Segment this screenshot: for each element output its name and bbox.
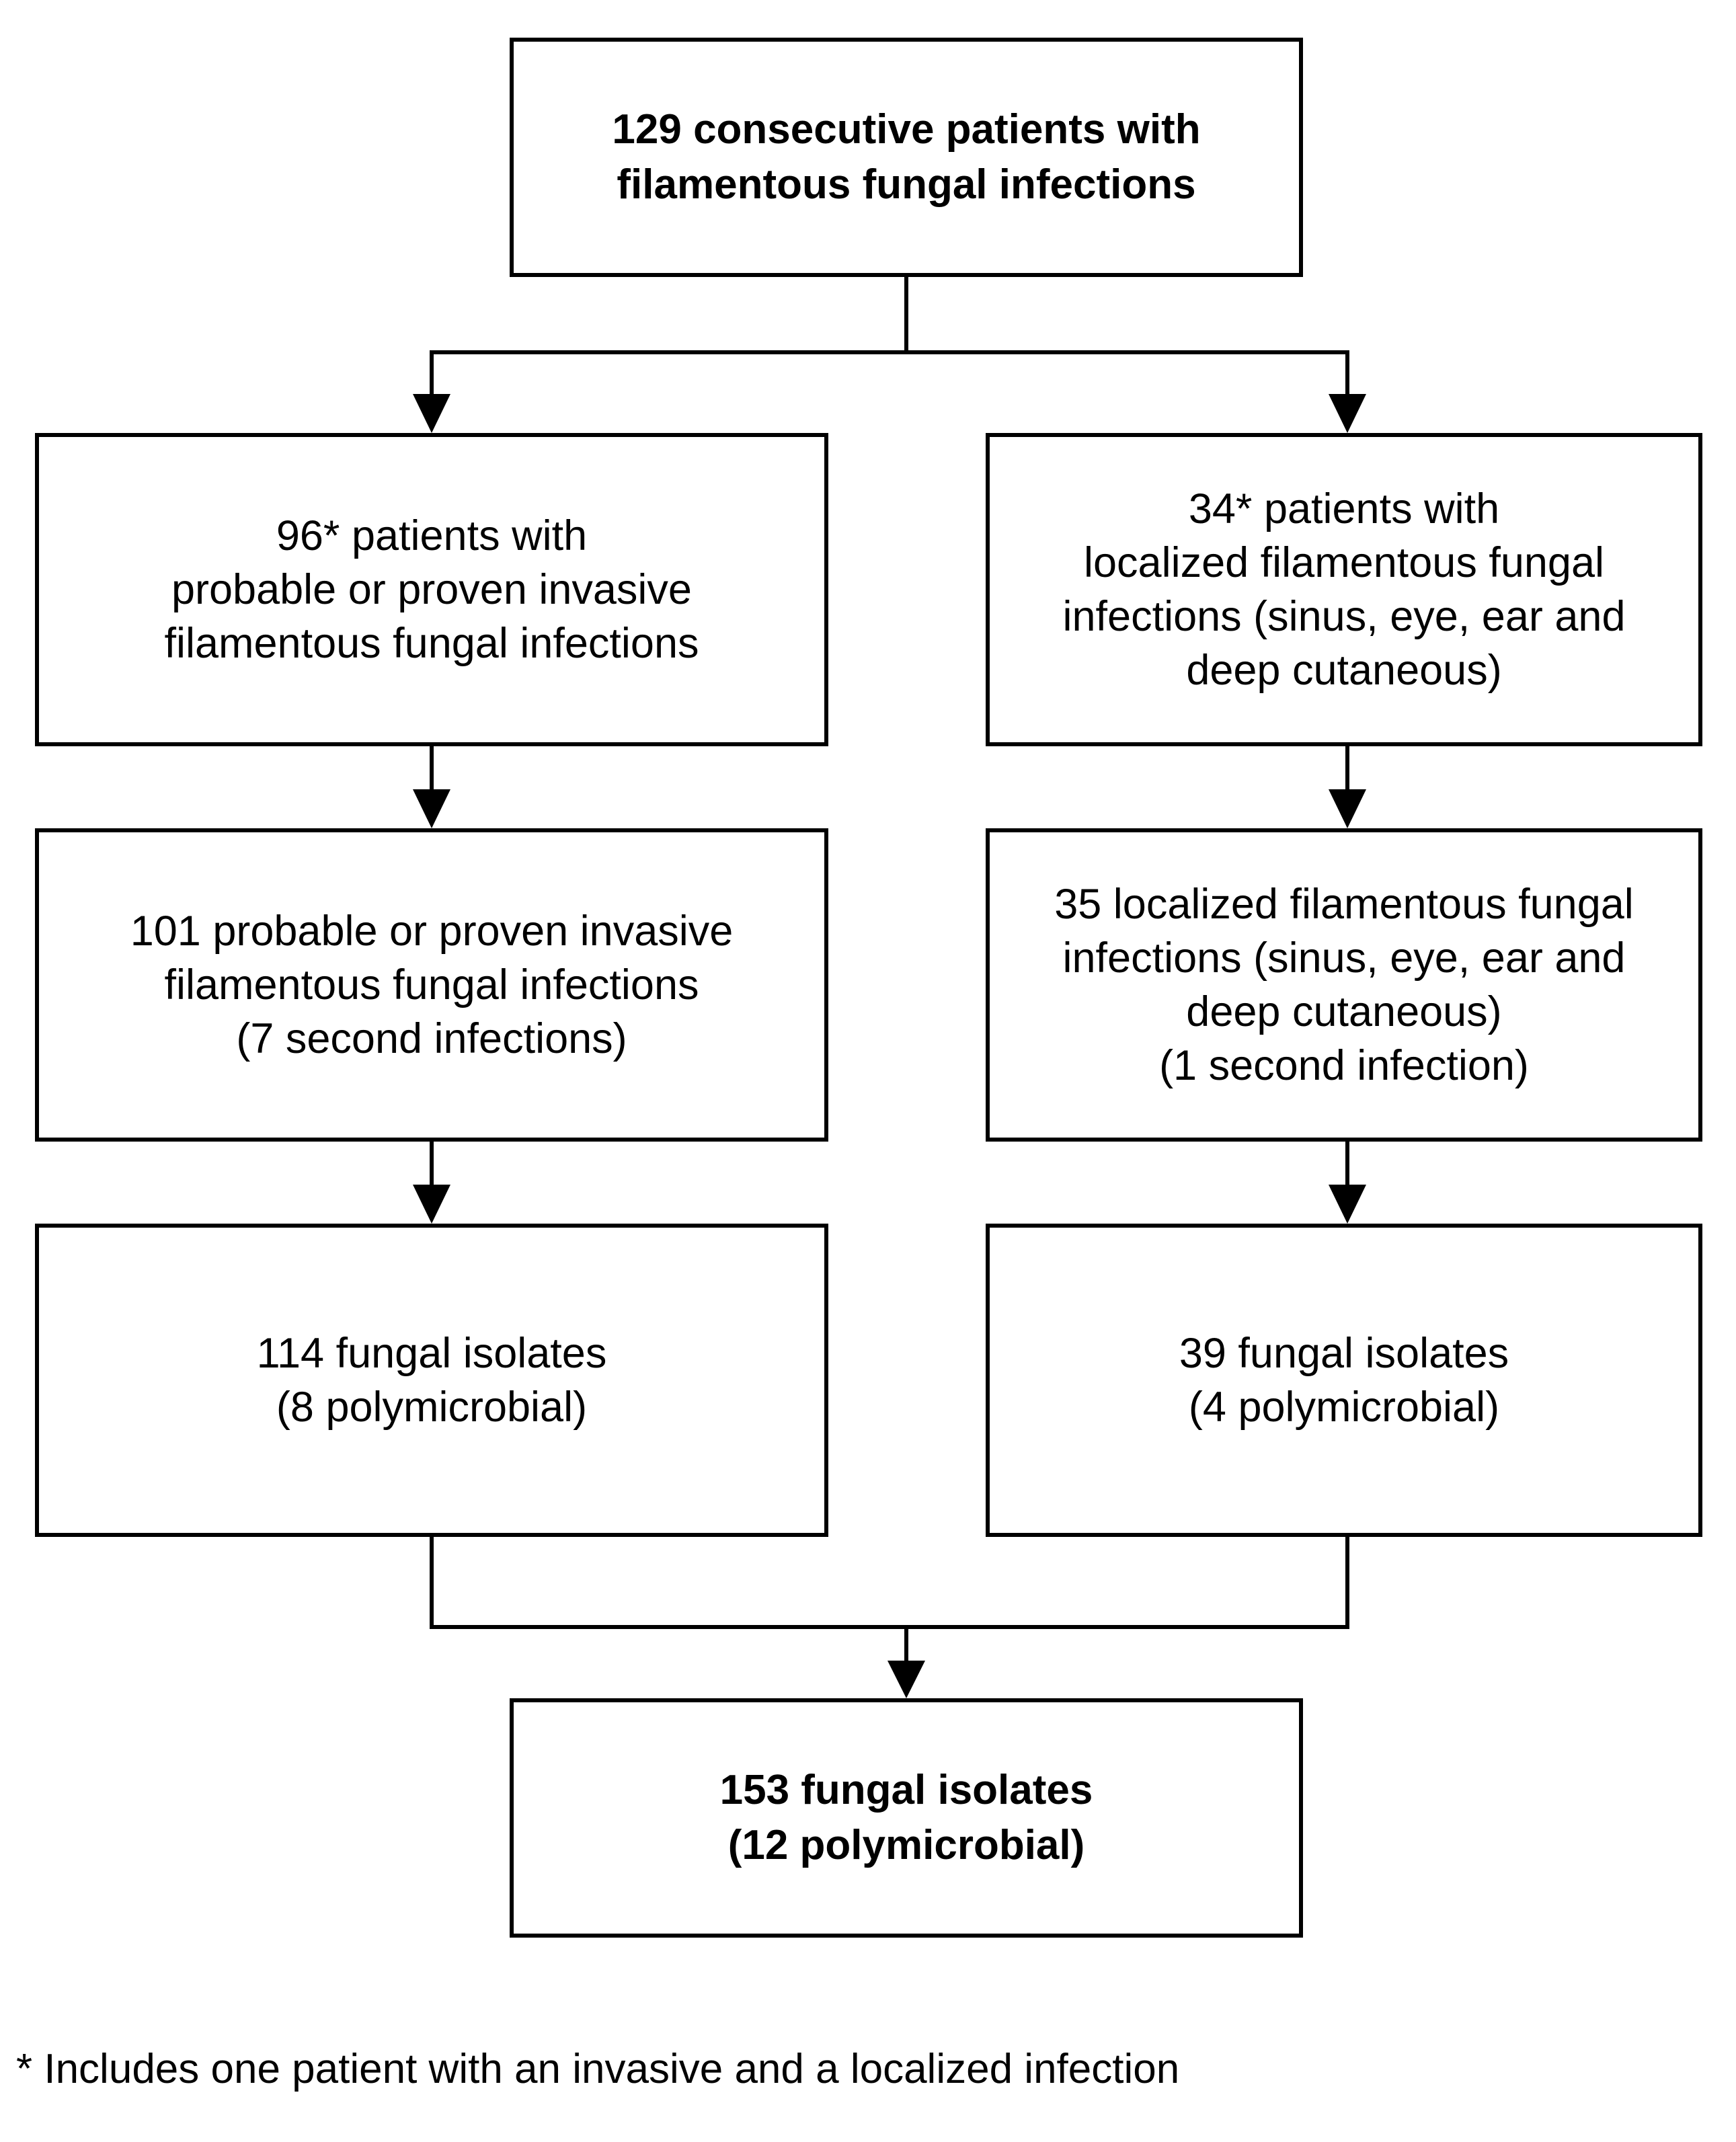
box-line: 34* patients with xyxy=(1188,485,1500,532)
box-line: (1 second infection) xyxy=(1159,1042,1529,1089)
box-line: 101 probable or proven invasive xyxy=(130,908,734,955)
box-line: localized filamentous fungal xyxy=(1084,539,1604,586)
box-line: 96* patients with xyxy=(276,512,588,559)
box-line: 129 consecutive patients with xyxy=(612,106,1201,153)
box-line: (12 polymicrobial) xyxy=(727,1822,1085,1868)
localized-infections-box: 35 localized filamentous fungal infectio… xyxy=(986,828,1702,1142)
box-line: infections (sinus, eye, ear and xyxy=(1062,593,1626,640)
box-line: 114 fungal isolates xyxy=(256,1330,607,1377)
box-line: 39 fungal isolates xyxy=(1179,1330,1509,1377)
arrowhead-right-1 xyxy=(1329,394,1366,433)
total-isolates-box: 153 fungal isolates (12 polymicrobial) xyxy=(510,1698,1303,1938)
box-line: deep cutaneous) xyxy=(1186,647,1502,694)
arrowhead-right-2 xyxy=(1329,789,1366,828)
total-patients-box: 129 consecutive patients with filamentou… xyxy=(510,38,1303,277)
box-line: filamentous fungal infections xyxy=(164,620,699,667)
box-line: 153 fungal isolates xyxy=(719,1767,1093,1813)
box-line: probable or proven invasive xyxy=(171,566,692,613)
arrowhead-left-1 xyxy=(413,394,450,433)
invasive-patients-box: 96* patients with probable or proven inv… xyxy=(35,433,828,746)
localized-patients-box: 34* patients with localized filamentous … xyxy=(986,433,1702,746)
box-line: (7 second infections) xyxy=(236,1015,627,1062)
box-line: deep cutaneous) xyxy=(1186,988,1502,1035)
box-line: 35 localized filamentous fungal xyxy=(1054,881,1634,928)
box-line: filamentous fungal infections xyxy=(617,161,1196,208)
invasive-isolates-box: 114 fungal isolates (8 polymicrobial) xyxy=(35,1224,828,1537)
arrowhead-bottom xyxy=(887,1661,925,1698)
footnote: * Includes one patient with an invasive … xyxy=(16,2046,1180,2092)
arrowhead-left-2 xyxy=(413,789,450,828)
arrowhead-left-3 xyxy=(413,1185,450,1224)
box-line: (8 polymicrobial) xyxy=(276,1384,588,1431)
invasive-infections-box: 101 probable or proven invasive filament… xyxy=(35,828,828,1142)
box-line: (4 polymicrobial) xyxy=(1188,1384,1500,1431)
box-line: infections (sinus, eye, ear and xyxy=(1062,935,1626,982)
arrowhead-right-3 xyxy=(1329,1185,1366,1224)
box-line: filamentous fungal infections xyxy=(164,961,699,1008)
localized-isolates-box: 39 fungal isolates (4 polymicrobial) xyxy=(986,1224,1702,1537)
